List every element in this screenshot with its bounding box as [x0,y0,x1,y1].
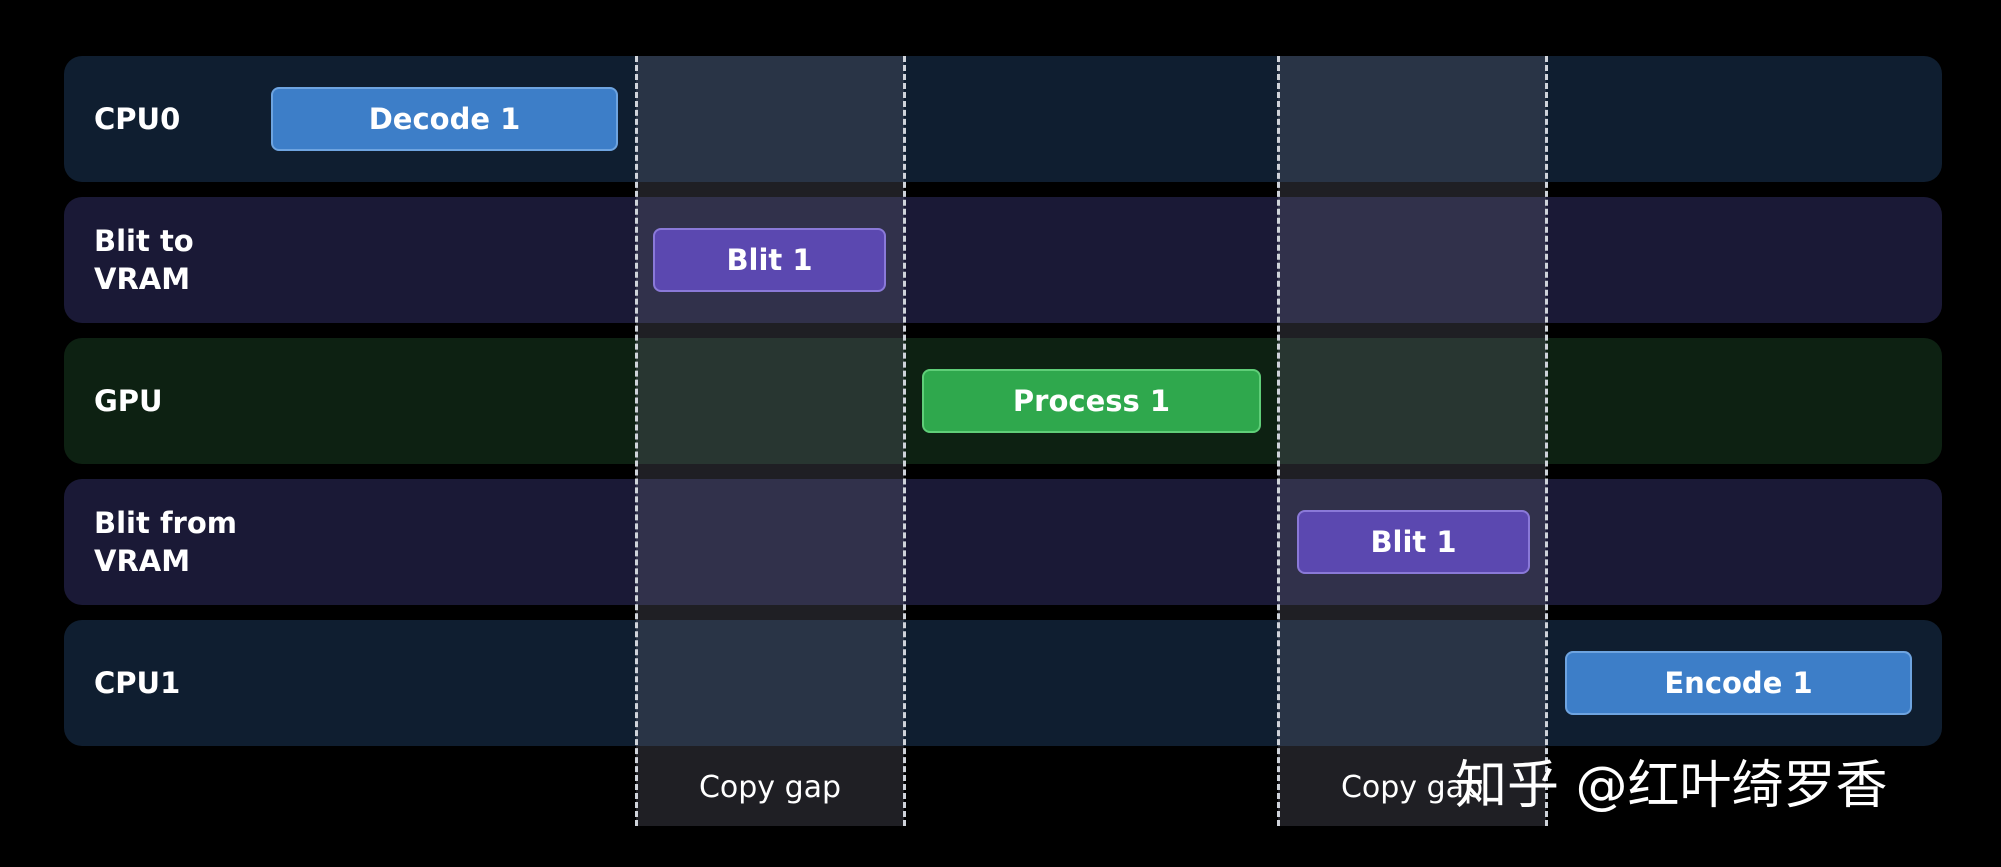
gap-divider-line [1545,56,1548,826]
lane-label-gpu: GPU [94,384,163,418]
lane-blit-from-vram: Blit from VRAM [64,479,1942,605]
lane-label-blit-to-vram: Blit to VRAM [94,224,194,296]
lane-label-cpu0: CPU0 [94,102,181,136]
task-encode-1: Encode 1 [1565,651,1912,715]
task-process-1: Process 1 [922,369,1261,433]
lane-blit-to-vram: Blit to VRAM [64,197,1942,323]
copy-gap-label: Copy gap [1340,769,1484,805]
gap-divider-line [1277,56,1280,826]
gap-divider-line [635,56,638,826]
lane-label-cpu1: CPU1 [94,666,181,700]
copy-gap-label: Copy gap [698,769,842,805]
watermark-text: 知乎 @红叶绮罗香 [1455,755,1888,816]
gap-divider-line [903,56,906,826]
task-blit-to-vram-1: Blit 1 [653,228,886,292]
copy-gap-column [636,56,904,826]
task-blit-from-vram-1: Blit 1 [1297,510,1530,574]
copy-gap-column [1278,56,1546,826]
lane-gpu: GPU [64,338,1942,464]
task-decode-1: Decode 1 [271,87,618,151]
lane-label-blit-from-vram: Blit from VRAM [94,506,238,578]
